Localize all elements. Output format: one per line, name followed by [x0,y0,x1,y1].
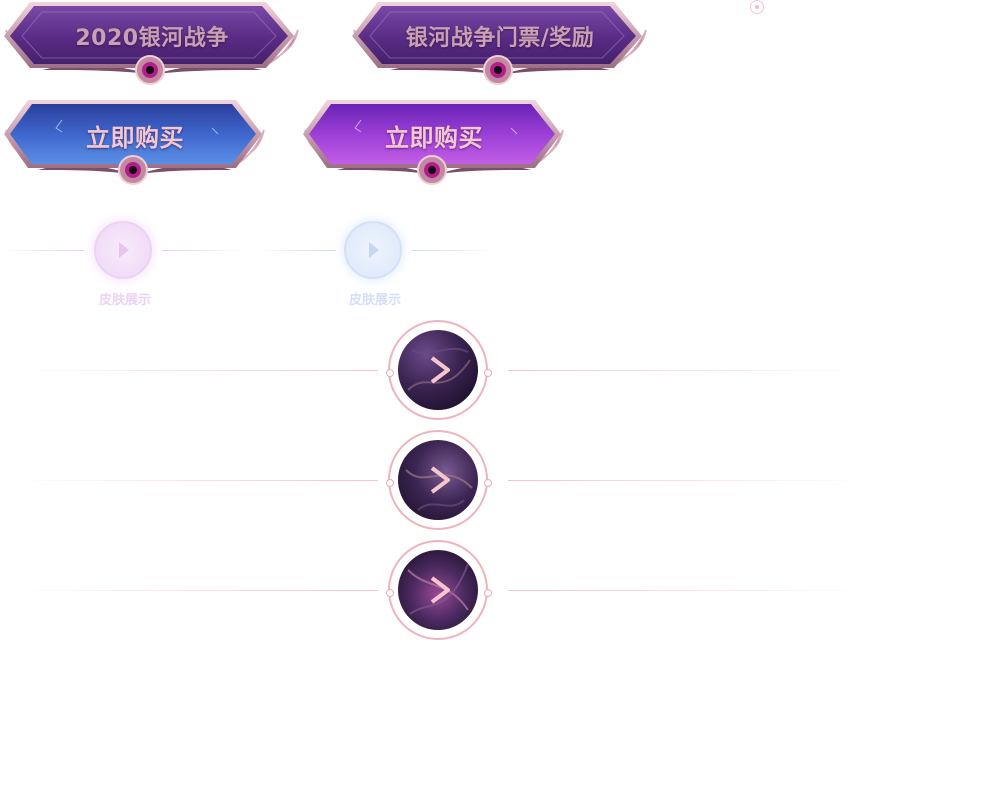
divider-line [162,250,246,251]
skin-show-label: 皮肤展示 [98,293,151,308]
buy-now-button-blue[interactable]: 立即购买 [2,98,268,186]
divider-line [508,370,868,371]
play-icon [119,242,129,258]
divider-line [412,250,498,251]
banner-label: 2020银河战争 [75,26,229,51]
skin-show-button[interactable] [344,221,402,279]
video-thumbnail [398,440,478,520]
decor-dot-icon [750,0,764,14]
ring-node [484,369,492,377]
banner-label: 银河战争门票/奖励 [405,26,595,51]
play-icon [369,242,379,258]
banner-frame [4,100,265,185]
banner-frame [4,2,299,85]
play-icon [407,347,471,391]
divider-line [10,480,378,481]
galaxy-war-2020-button[interactable]: 2020银河战争 [2,0,302,86]
ring-node [484,589,492,597]
ring-node [386,589,394,597]
tickets-rewards-button[interactable]: 银河战争门票/奖励 [350,0,650,86]
video-thumbnail [398,550,478,630]
video-play-button[interactable] [386,540,492,640]
divider-line [0,250,84,251]
banner-label: 立即购买 [86,124,184,152]
play-icon [407,563,469,615]
video-thumbnail [398,330,478,410]
video-play-button[interactable] [386,320,492,420]
ring-node [484,479,492,487]
ring-node [386,479,394,487]
divider-line [10,590,378,591]
divider-line [252,250,336,251]
skin-show-label: 皮肤展示 [348,293,401,308]
play-icon [405,466,473,511]
divider-line [508,480,868,481]
skin-show-button[interactable] [94,221,152,279]
divider-line [508,590,868,591]
banner-label: 立即购买 [385,124,483,152]
divider-line [10,370,378,371]
video-play-button[interactable] [386,430,492,530]
banner-frame [352,2,647,85]
banner-frame [303,100,564,185]
ring-node [386,369,394,377]
buy-now-button-violet[interactable]: 立即购买 [301,98,567,186]
